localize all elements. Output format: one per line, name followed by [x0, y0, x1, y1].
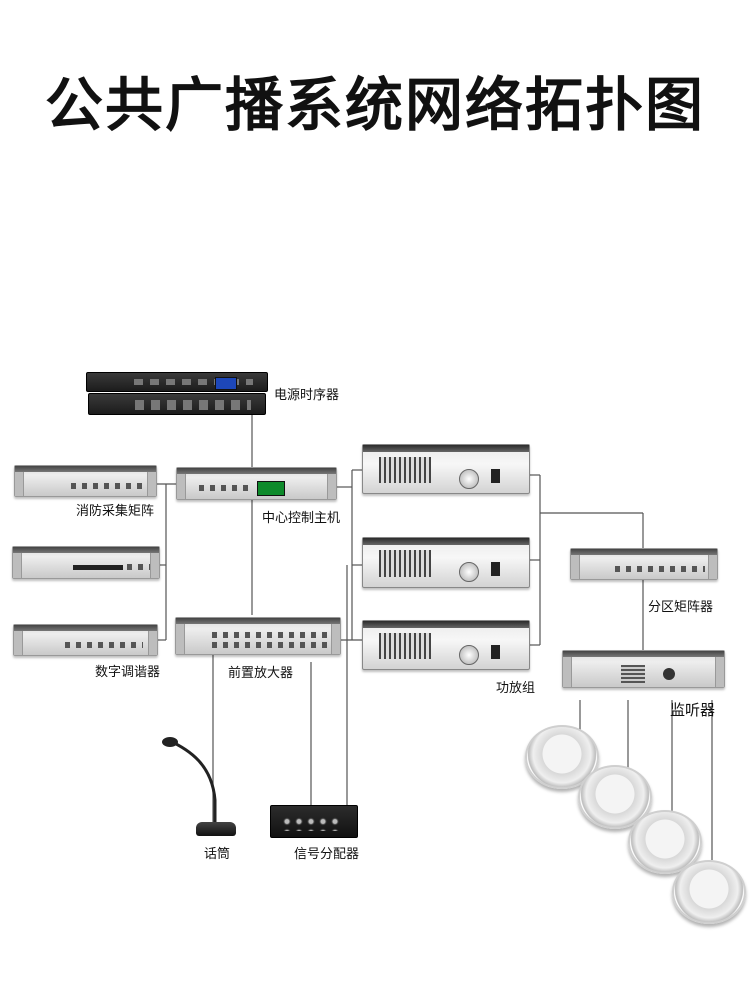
fire-matrix-label: 消防采集矩阵	[76, 504, 155, 519]
ceiling-speaker-icon	[672, 860, 746, 924]
power-sequencer-icon	[86, 372, 268, 392]
rack-unit-icon	[562, 650, 725, 688]
digital-tuner-label: 数字调谐器	[95, 665, 161, 680]
amplifier-icon	[362, 620, 530, 670]
rack-unit-icon	[12, 546, 160, 579]
power-sequencer-icon	[88, 393, 266, 415]
amp-group-label: 功放组	[496, 681, 536, 696]
amplifier-icon	[362, 444, 530, 494]
rack-unit-icon	[570, 548, 718, 580]
zone-matrix-label: 分区矩阵器	[648, 600, 714, 615]
monitor-label: 监听器	[670, 701, 716, 719]
rack-unit-icon	[14, 465, 157, 497]
central-host-label: 中心控制主机	[262, 511, 341, 526]
power-sequencer-label: 电源时序器	[274, 388, 340, 403]
preamp-label: 前置放大器	[228, 666, 294, 681]
page-title: 公共广播系统网络拓扑图	[44, 71, 705, 139]
rack-unit-icon	[176, 467, 337, 500]
rack-unit-icon	[13, 624, 158, 656]
microphone-label: 话筒	[204, 847, 231, 862]
amplifier-icon	[362, 537, 530, 588]
microphone-base	[196, 822, 236, 836]
splitter-label: 信号分配器	[294, 847, 360, 862]
rack-unit-icon	[175, 617, 341, 655]
ceiling-speaker-icon	[628, 810, 702, 874]
splitter-icon	[270, 805, 358, 838]
